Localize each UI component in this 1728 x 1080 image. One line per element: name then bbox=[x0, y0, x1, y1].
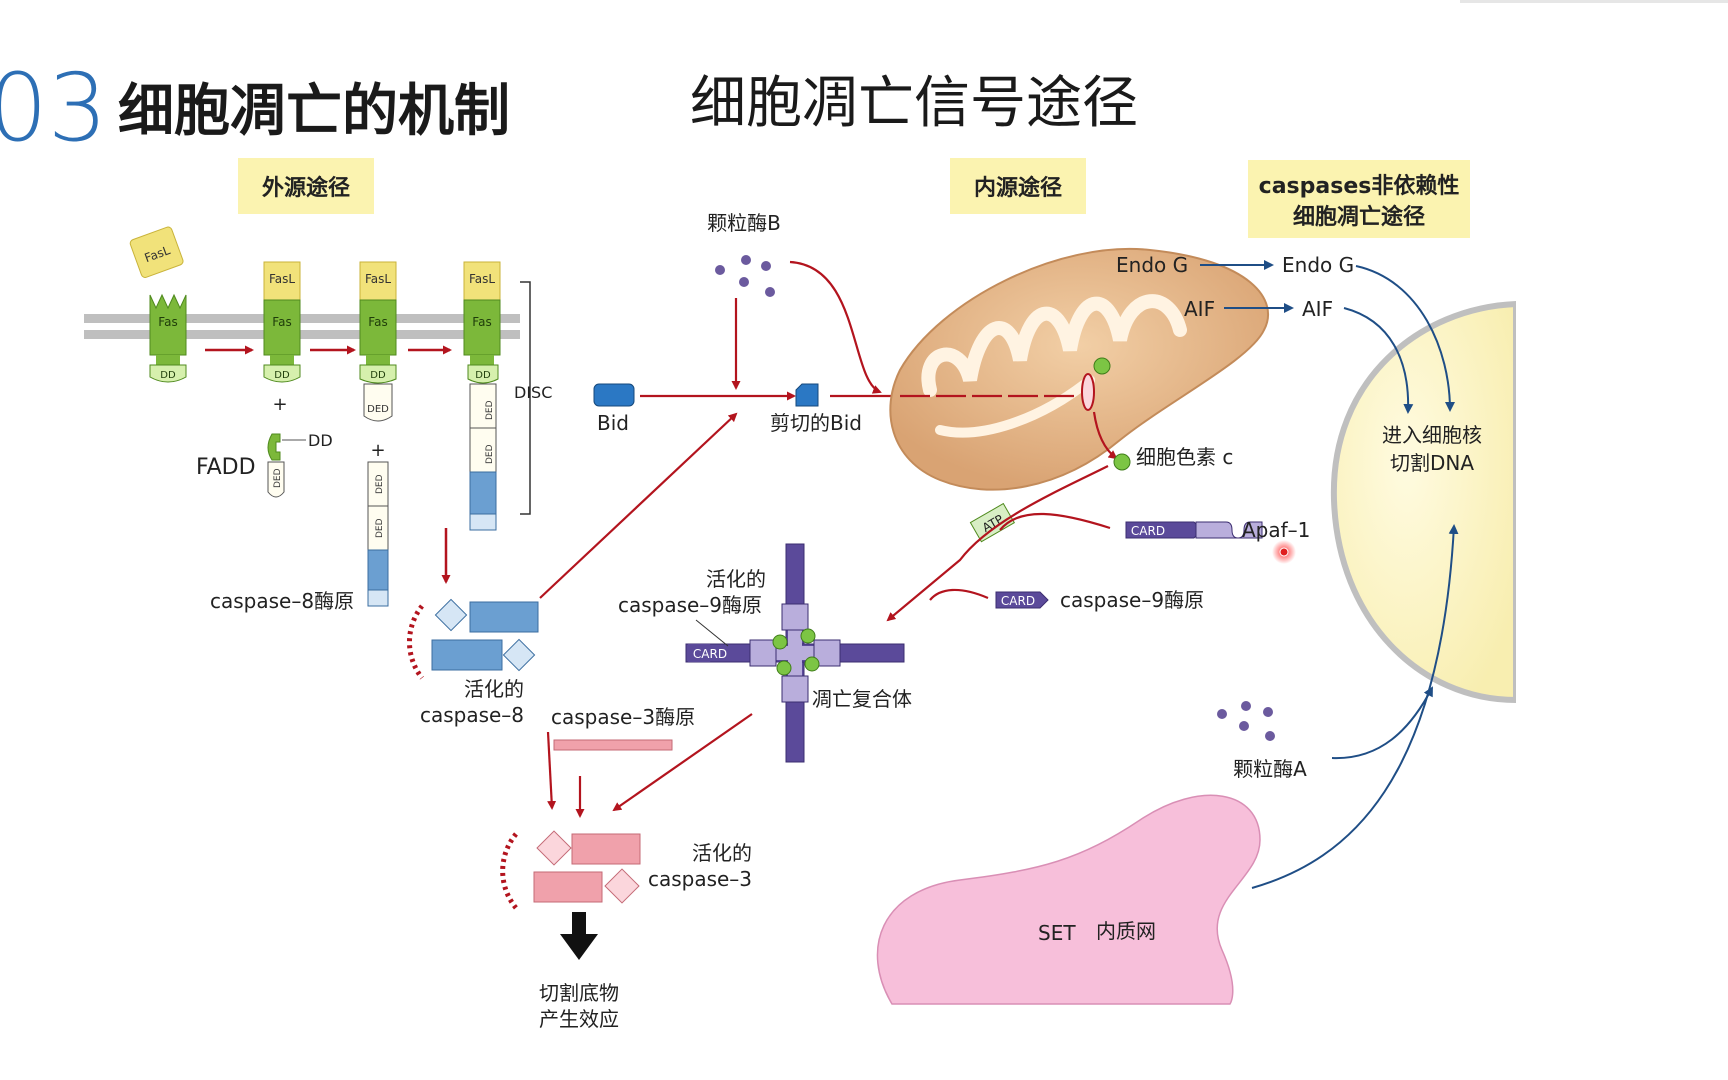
extrinsic-header: 外源途径 bbox=[238, 158, 374, 214]
granzyme-a-particles bbox=[1217, 701, 1275, 741]
substrate-line1: 切割底物 bbox=[539, 981, 619, 1005]
dd-label: DD bbox=[475, 370, 491, 381]
dd-label: DD bbox=[160, 370, 176, 381]
mitochondrion bbox=[889, 247, 1269, 491]
ded-label: DED bbox=[367, 404, 389, 415]
endoplasmic-reticulum: SET 内质网 bbox=[876, 794, 1261, 1005]
caspase8-zymogen-label: caspase–8酶原 bbox=[210, 589, 354, 613]
cytochrome-c-label: 细胞色素 c bbox=[1136, 445, 1233, 469]
fasl-label: FasL bbox=[269, 272, 295, 286]
fasl-label: FasL bbox=[469, 272, 495, 286]
apoptosome: CARD 活化的 caspase–9酶原 凋亡复合体 bbox=[618, 543, 912, 763]
granzyme-b-particles bbox=[715, 255, 775, 297]
fadd-dd-label: DD bbox=[308, 431, 333, 450]
arrow-apoptosome-to-caspase3 bbox=[612, 713, 753, 812]
apaf1-label: Apaf–1 bbox=[1242, 518, 1310, 542]
fas-label: Fas bbox=[158, 315, 177, 329]
fadd-adaptor: DD DED FADD bbox=[196, 431, 333, 498]
cleaved-bid-protein: 剪切的Bid bbox=[770, 383, 862, 435]
intrinsic-header-label: 内源途径 bbox=[974, 175, 1062, 201]
endo-g-label-mito: Endo G bbox=[1116, 253, 1188, 277]
arrow-granzyme-a-to-nucleus bbox=[1331, 686, 1433, 760]
endo-g-label-released: Endo G bbox=[1282, 253, 1354, 277]
aif-label-mito: AIF bbox=[1184, 297, 1215, 321]
fadd-ded-label: DED bbox=[273, 468, 283, 488]
activated-caspase3-line2: caspase–3 bbox=[648, 867, 752, 891]
caspase-independent-header-line2: 细胞凋亡途径 bbox=[1293, 204, 1425, 230]
fasl-label: FasL bbox=[365, 272, 391, 286]
fasl-ligand-free: FasL bbox=[129, 226, 184, 278]
granzyme-b-label: 颗粒酶B bbox=[707, 211, 781, 235]
aif-label-released: AIF bbox=[1302, 297, 1333, 321]
fas-receptor-stage2: FasL Fas DD + bbox=[263, 261, 301, 415]
arrow-caspase8-to-caspase3 bbox=[546, 731, 557, 810]
plus-sign: + bbox=[370, 440, 385, 461]
arrow-caspase9-to-apoptosome bbox=[929, 588, 989, 601]
procaspase-8: DED DED caspase–8酶原 bbox=[210, 461, 389, 613]
top-edge-bar bbox=[1460, 0, 1728, 3]
card-label: CARD bbox=[1131, 524, 1165, 538]
activated-caspase9-line1: 活化的 bbox=[706, 567, 766, 591]
caspase-independent-header-line1: caspases非依赖性 bbox=[1259, 173, 1460, 199]
ded-label: DED bbox=[375, 518, 385, 538]
caspase-independent-header: caspases非依赖性 细胞凋亡途径 bbox=[1248, 160, 1470, 238]
nucleus-line2: 切割DNA bbox=[1390, 451, 1474, 475]
diagram-title: 细胞凋亡信号途径 bbox=[690, 71, 1138, 136]
granzyme-a-label: 颗粒酶A bbox=[1233, 757, 1307, 781]
activated-caspase-3: 活化的 caspase–3 bbox=[500, 830, 752, 910]
activated-caspase8-line1: 活化的 bbox=[464, 677, 524, 701]
activated-caspase9-line2: caspase–9酶原 bbox=[618, 593, 762, 617]
apoptosome-label: 凋亡复合体 bbox=[812, 687, 912, 711]
card-label: CARD bbox=[1001, 594, 1035, 608]
cytochrome-c-icon bbox=[1113, 453, 1131, 471]
arrow-endo-g-to-nucleus bbox=[1355, 265, 1455, 412]
section-number: 03 bbox=[0, 54, 108, 163]
arrow-aif-to-nucleus bbox=[1343, 307, 1414, 414]
plus-sign: + bbox=[272, 394, 287, 415]
arrow-caspase8-to-bid bbox=[539, 412, 738, 599]
arrow-apaf1-to-apoptosome bbox=[999, 512, 1111, 531]
effect-arrow bbox=[560, 912, 598, 960]
card-label: CARD bbox=[693, 647, 727, 661]
intrinsic-header: 内源途径 bbox=[950, 158, 1086, 214]
substrate-line2: 产生效应 bbox=[539, 1007, 619, 1031]
section-title: 细胞凋亡的机制 bbox=[118, 79, 510, 144]
er-label: 内质网 bbox=[1096, 919, 1156, 943]
apaf1-protein: CARD Apaf–1 bbox=[1125, 518, 1310, 542]
bid-protein: Bid bbox=[593, 383, 635, 435]
set-label: SET bbox=[1038, 921, 1076, 945]
arrow-cytc-to-apoptosome bbox=[886, 465, 1109, 622]
arrow-set-to-nucleus bbox=[1251, 524, 1459, 889]
ded-label: DED bbox=[485, 400, 495, 420]
cleaved-bid-label: 剪切的Bid bbox=[770, 411, 862, 435]
activated-caspase8-line2: caspase–8 bbox=[420, 703, 524, 727]
disc-label: DISC bbox=[514, 383, 552, 402]
fas-receptor-stage3: FasL Fas DD DED + bbox=[359, 261, 397, 461]
procaspase-9: CARD caspase–9酶原 bbox=[995, 588, 1204, 612]
fas-label: Fas bbox=[368, 315, 387, 329]
activated-caspase-8: 活化的 caspase–8 bbox=[407, 598, 539, 727]
fas-label: Fas bbox=[272, 315, 291, 329]
fas-receptor-stage1: Fas DD bbox=[149, 293, 187, 383]
bid-label: Bid bbox=[597, 411, 629, 435]
caspase9-zymogen-label: caspase–9酶原 bbox=[1060, 588, 1204, 612]
arrow-granzyme-b-to-mito bbox=[789, 260, 882, 394]
dd-label: DD bbox=[274, 370, 290, 381]
nucleus-line1: 进入细胞核 bbox=[1382, 423, 1482, 447]
procaspase-3: caspase–3酶原 bbox=[551, 705, 695, 751]
activated-caspase3-line1: 活化的 bbox=[692, 841, 752, 865]
cell-membrane bbox=[84, 314, 520, 339]
ded-label: DED bbox=[485, 444, 495, 464]
caspase3-zymogen-label: caspase–3酶原 bbox=[551, 705, 695, 729]
extrinsic-header-label: 外源途径 bbox=[262, 175, 350, 201]
fadd-label: FADD bbox=[196, 455, 256, 480]
slide-header: 03 细胞凋亡的机制 细胞凋亡信号途径 bbox=[0, 54, 1138, 163]
disc-complex: FasL Fas DD DED DED DISC bbox=[463, 261, 552, 531]
ded-label: DED bbox=[375, 474, 385, 494]
fas-label: Fas bbox=[472, 315, 491, 329]
nucleus: 进入细胞核 切割DNA bbox=[1330, 300, 1530, 704]
dd-label: DD bbox=[370, 370, 386, 381]
